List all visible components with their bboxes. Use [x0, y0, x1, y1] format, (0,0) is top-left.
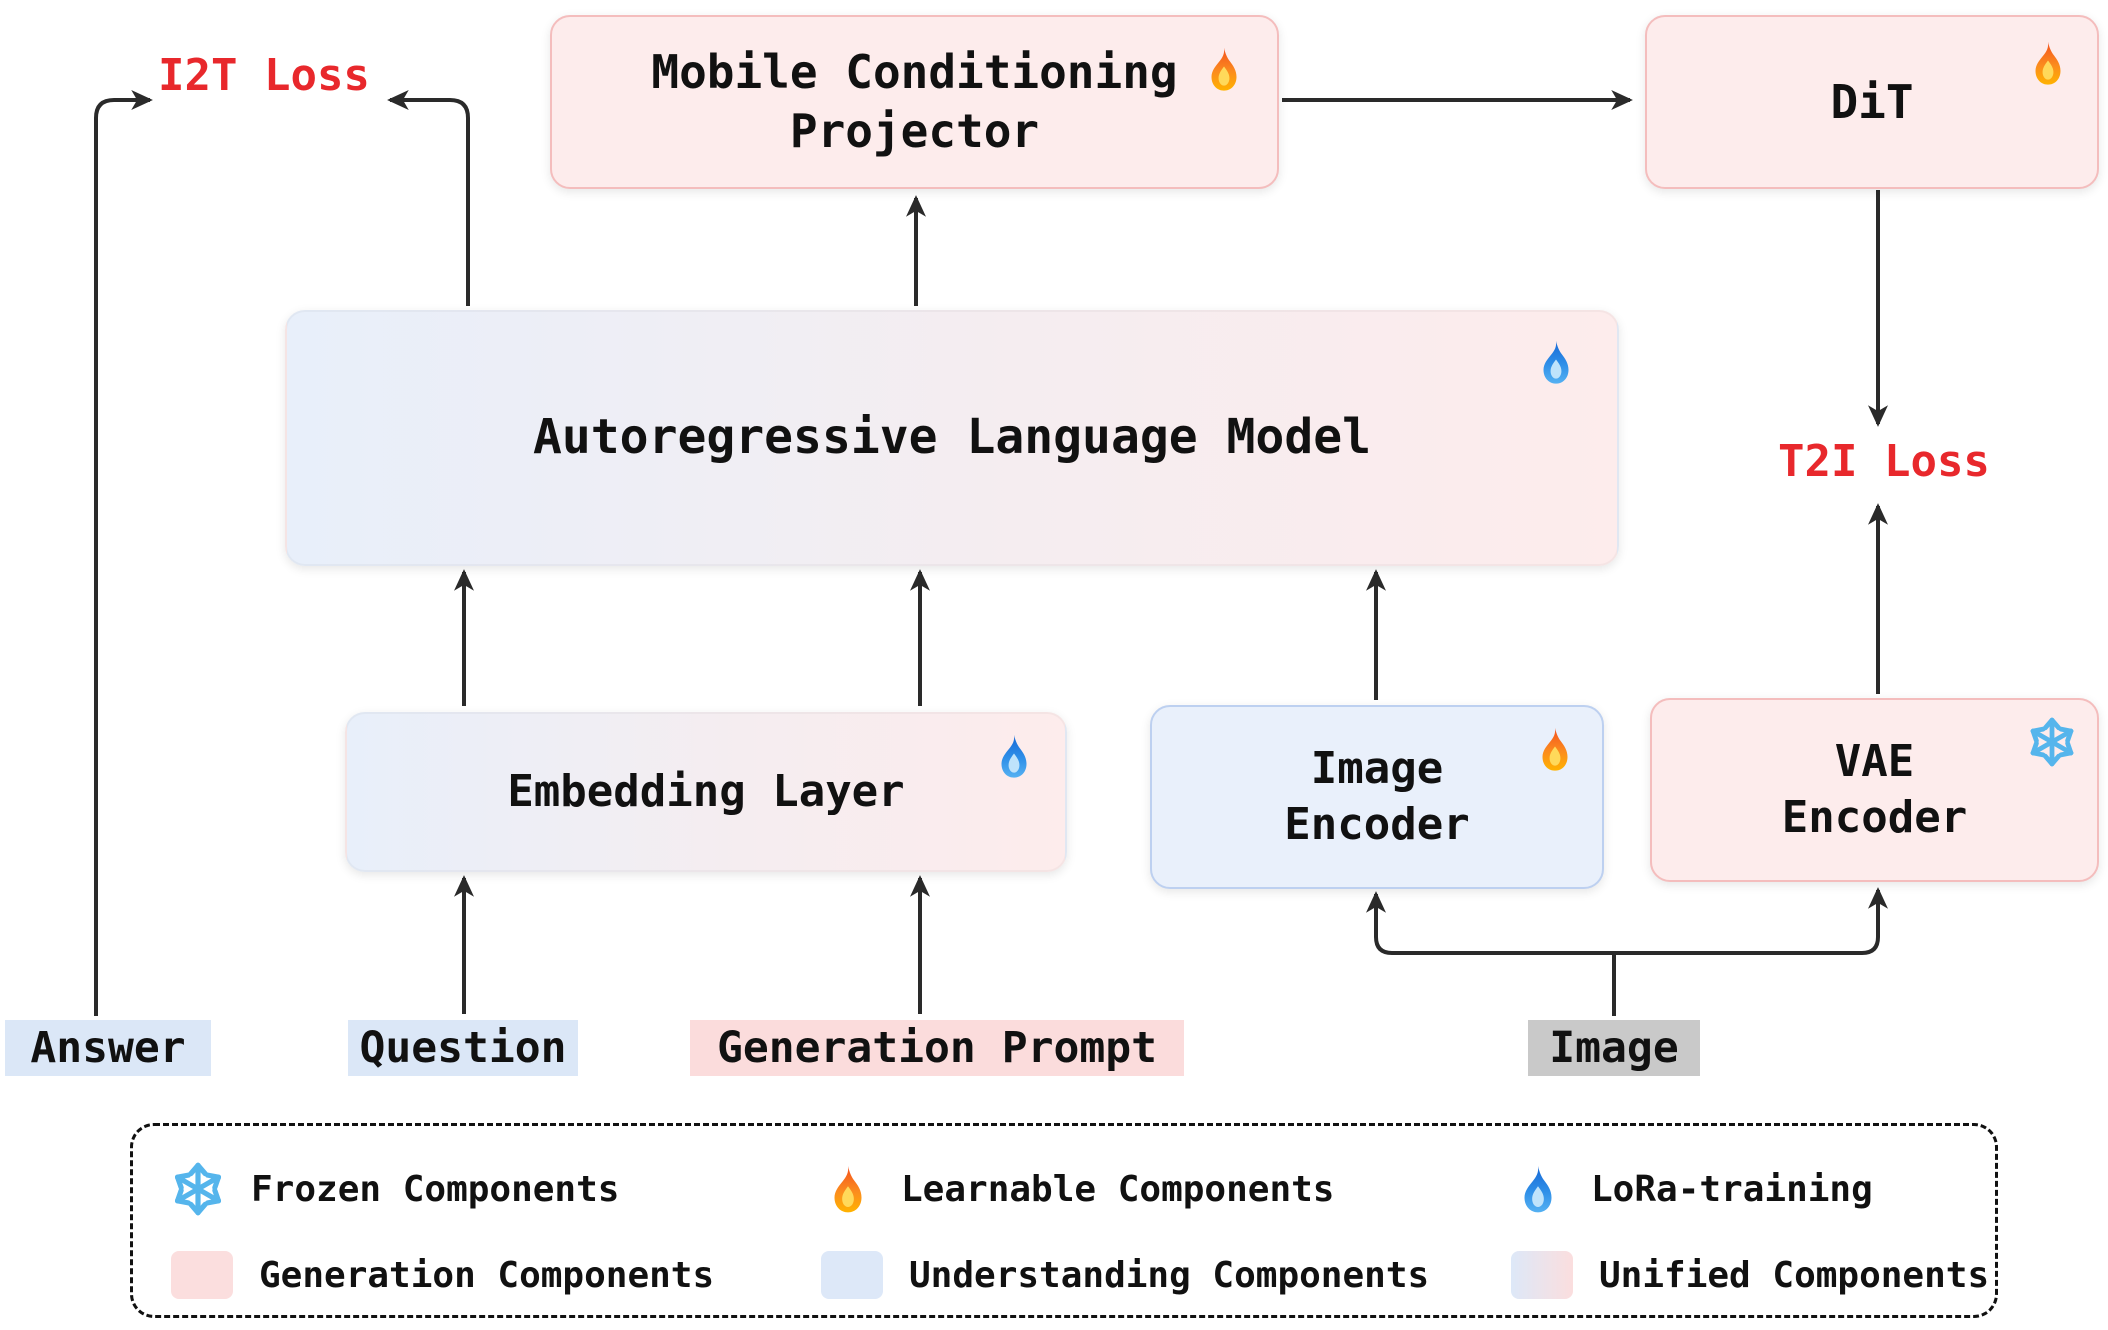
image-encoder-box: Image Encoder: [1150, 705, 1604, 889]
unified-swatch: [1511, 1251, 1573, 1299]
arrow-answer-to-i2t: [94, 90, 153, 1016]
embedding-layer-box: Embedding Layer: [345, 712, 1067, 872]
legend-item-label: Learnable Components: [901, 1168, 1335, 1210]
vae-encoder-box: VAE Encoder: [1650, 698, 2099, 882]
i2t-loss-label: I2T Loss: [158, 50, 370, 101]
box-label: Encoder: [1284, 799, 1470, 850]
legend-item-understanding: Understanding Components: [821, 1244, 1429, 1306]
legend-item-unified: Unified Components: [1511, 1244, 1989, 1306]
box-label: Projector: [789, 104, 1040, 158]
mobile-conditioning-projector-box: Mobile Conditioning Projector: [550, 15, 1279, 189]
t2i-loss-label: T2I Loss: [1778, 436, 1990, 487]
fire-icon: [1530, 721, 1580, 777]
image-label: Image: [1528, 1020, 1700, 1076]
legend-item-label: Frozen Components: [251, 1168, 620, 1210]
box-label: Embedding Layer: [507, 765, 905, 817]
snowflake-icon: [171, 1160, 225, 1218]
legend-item-frozen: Frozen Components: [171, 1158, 619, 1220]
legend-item-lora: LoRa-training: [1511, 1158, 1873, 1220]
legend-box: Frozen Components Learnable Components L…: [130, 1123, 1998, 1318]
generation-swatch: [171, 1251, 233, 1299]
question-label: Question: [348, 1020, 578, 1076]
understanding-swatch: [821, 1251, 883, 1299]
legend-item-label: Generation Components: [259, 1254, 715, 1296]
arrow-image-to-vae: [1614, 887, 1888, 955]
generation-prompt-label: Generation Prompt: [690, 1020, 1184, 1076]
fire-icon: [2023, 35, 2073, 91]
box-label: VAE: [1834, 735, 1915, 787]
answer-label: Answer: [5, 1020, 211, 1076]
box-label: Autoregressive Language Model: [532, 409, 1372, 466]
box-label: Image: [1310, 742, 1444, 794]
box-label: DiT: [1830, 74, 1914, 129]
blue-fire-icon: [1531, 334, 1581, 390]
legend-item-label: Understanding Components: [909, 1254, 1430, 1296]
fire-icon: [821, 1160, 875, 1218]
blue-fire-icon: [1511, 1160, 1565, 1218]
box-label: Encoder: [1781, 792, 1968, 843]
autoregressive-language-model-box: Autoregressive Language Model: [285, 310, 1619, 566]
blue-fire-icon: [989, 728, 1039, 784]
snowflake-icon: [2027, 714, 2077, 770]
legend-item-label: LoRa-training: [1591, 1168, 1873, 1210]
arrow-alm-to-i2t: [387, 90, 470, 306]
arrow-image-to-imageencoder: [1366, 891, 1614, 955]
fire-icon: [1199, 41, 1249, 97]
box-label: Mobile Conditioning: [651, 45, 1178, 100]
legend-item-generation: Generation Components: [171, 1244, 714, 1306]
legend-item-label: Unified Components: [1599, 1254, 1990, 1296]
dit-box: DiT: [1645, 15, 2099, 189]
legend-item-learnable: Learnable Components: [821, 1158, 1334, 1220]
